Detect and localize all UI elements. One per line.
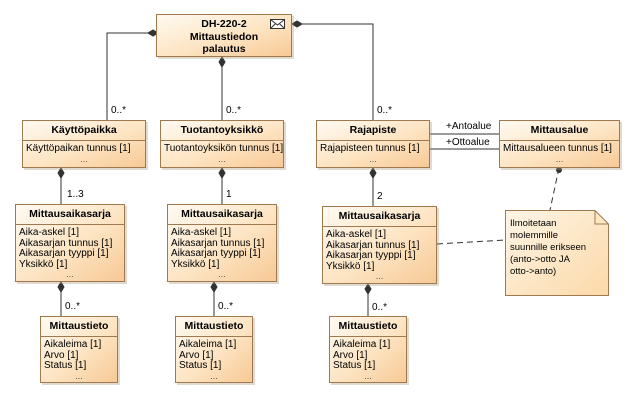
class-name: Mittaustieto [330, 317, 406, 337]
attribute: Arvo [1] [44, 349, 79, 361]
more-attributes: ... [80, 153, 88, 164]
more-attributes: ... [75, 370, 83, 381]
class-tuotantoyksikko[interactable]: Tuotantoyksikkö Tuotantoyksikön tunnus [… [160, 120, 284, 168]
class-name: Rajapiste [317, 121, 429, 141]
attribute: Yksikkö [1] [326, 260, 375, 272]
attribute: Aika-askel [1] [171, 227, 232, 238]
attribute: Aikaleima [1] [44, 339, 102, 350]
more-attributes: ... [210, 370, 218, 381]
diamond-root-rajapiste [291, 20, 303, 28]
note[interactable]: Ilmoitetaan molemmille suunnille eriksee… [505, 210, 609, 296]
attribute: Status [1] [179, 360, 222, 371]
diamond-kayttopaikka-sarja [57, 167, 65, 179]
attribute: Yksikkö [1] [19, 258, 68, 270]
attribute: Aikasarjan tunnus [1] [326, 239, 420, 251]
more-attributes: ... [555, 153, 564, 164]
class-name: Mittausaikasarja [323, 207, 436, 227]
class-mittausalue[interactable]: Mittausalue Mittausalueen tunnus [1] ... [499, 120, 620, 168]
diamond-tuotantoyksikko-sarja [218, 167, 226, 179]
class-name: Mittausalue [500, 121, 619, 141]
attribute: Arvo [1] [333, 349, 368, 361]
edge-root-kayttopaikka [106, 32, 156, 120]
more-attributes: ... [218, 153, 226, 164]
class-name: Mittausaikasarja [168, 205, 276, 225]
diamond-sarja3-tieto [364, 283, 372, 295]
attribute: Aikasarjan tyyppi [1] [19, 248, 109, 259]
class-mittaustieto-1[interactable]: Mittaustieto Aikaleima [1] Arvo [1] Stat… [40, 316, 118, 383]
diamond-root-tuotantoyksikko [218, 56, 226, 68]
multiplicity-label: 0..* [218, 301, 234, 312]
root-class[interactable]: DH-220-2 Mittaustiedon palautus [156, 14, 292, 57]
class-name: Mittaustieto [41, 317, 117, 337]
envelope-icon [270, 19, 285, 32]
class-name: Mittausaikasarja [16, 205, 124, 225]
root-class-name: DH-220-2 Mittaustiedon palautus [189, 18, 259, 55]
class-mittausaikasarja-3[interactable]: Mittausaikasarja Aika-askel [1] Aikasarj… [322, 206, 437, 284]
note-shape [505, 210, 609, 296]
note-anchor-sarja [436, 239, 506, 245]
note-text: Ilmoitetaan molemmille suunnille eriksee… [510, 218, 587, 277]
attribute: Yksikkö [1] [171, 258, 220, 270]
attribute: Aika-askel [1] [326, 229, 387, 240]
attribute: Aikasarjan tyyppi [1] [326, 250, 416, 261]
attribute: Status [1] [333, 360, 376, 371]
more-attributes: ... [364, 370, 372, 381]
multiplicity-label: 0..* [65, 301, 81, 312]
edge-root-rajapiste [292, 23, 374, 120]
more-attributes: ... [375, 271, 384, 281]
diamond-sarja2-tieto [210, 281, 218, 293]
multiplicity-label: 1 [226, 189, 232, 200]
class-mittaustieto-3[interactable]: Mittaustieto Aikaleima [1] Arvo [1] Stat… [329, 316, 407, 383]
multiplicity-label: 0..* [377, 105, 393, 116]
multiplicity-label: 0..* [372, 302, 388, 313]
attribute: Status [1] [44, 360, 87, 371]
more-attributes: ... [369, 153, 377, 164]
class-name: Mittaustieto [176, 317, 252, 337]
role-label-ottoalue: +Ottoalue [446, 137, 490, 148]
class-rajapiste[interactable]: Rajapiste Rajapisteen tunnus [1] ... [316, 120, 430, 168]
multiplicity-label: 1..3 [67, 189, 84, 200]
attribute: Tuotantoyksikön tunnus [1] [164, 143, 284, 154]
role-label-antoalue: +Antoalue [446, 121, 492, 132]
more-attributes: ... [218, 269, 226, 279]
attribute: Aikaleima [1] [333, 339, 391, 350]
attribute: Aikasarjan tunnus [1] [19, 237, 113, 249]
attribute: Aikasarjan tunnus [1] [171, 237, 265, 249]
multiplicity-label: 0..* [226, 105, 242, 116]
diamond-rajapiste-sarja [369, 167, 377, 179]
class-mittausaikasarja-2[interactable]: Mittausaikasarja Aika-askel [1] Aikasarj… [167, 204, 277, 282]
more-attributes: ... [66, 269, 74, 279]
diamond-root-kayttopaikka [147, 29, 159, 37]
attribute: Arvo [1] [179, 349, 214, 361]
class-kayttopaikka[interactable]: Käyttöpaikka Käyttöpaikan tunnus [1] ... [22, 120, 146, 168]
attribute: Aika-askel [1] [19, 227, 80, 238]
multiplicity-label: 2 [377, 191, 383, 202]
note-anchor-mittausalue [549, 167, 560, 211]
diamond-sarja1-tieto [57, 281, 65, 293]
attribute: Aikaleima [1] [179, 339, 237, 350]
attribute: Aikasarjan tyyppi [1] [171, 248, 261, 259]
class-name: Käyttöpaikka [23, 121, 145, 141]
class-name: Tuotantoyksikkö [161, 121, 283, 141]
note-anchor-dot [556, 167, 562, 173]
class-mittausaikasarja-1[interactable]: Mittausaikasarja Aika-askel [1] Aikasarj… [15, 204, 125, 282]
attribute: Mittausalueen tunnus [1] [503, 143, 612, 154]
attribute: Käyttöpaikan tunnus [1] [26, 143, 131, 154]
class-mittaustieto-2[interactable]: Mittaustieto Aikaleima [1] Arvo [1] Stat… [175, 316, 253, 383]
attribute: Rajapisteen tunnus [1] [320, 143, 420, 154]
multiplicity-label: 0..* [111, 105, 127, 116]
